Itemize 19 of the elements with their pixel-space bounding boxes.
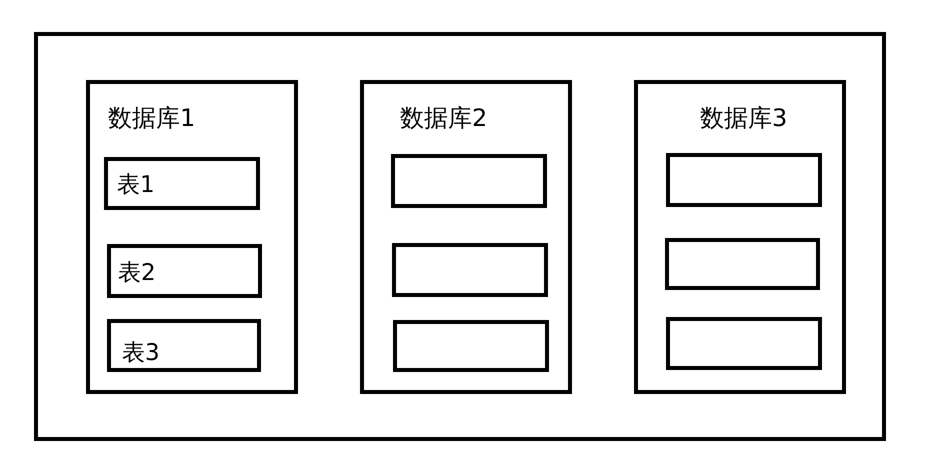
table-label: 表1 (117, 174, 155, 197)
table-label: 表3 (122, 342, 160, 365)
table-box (666, 153, 822, 207)
database-label: 数据库3 (700, 106, 788, 130)
database-box (360, 80, 572, 394)
table-box (392, 243, 548, 297)
database-label: 数据库2 (400, 106, 488, 130)
table-box (665, 238, 820, 290)
table-box (107, 244, 262, 298)
table-box (666, 317, 822, 370)
database-box (634, 80, 846, 394)
table-box (107, 319, 261, 372)
table-label: 表2 (118, 262, 156, 285)
container-box (34, 32, 886, 441)
table-box (391, 154, 547, 208)
database-box (86, 80, 298, 394)
database-label: 数据库1 (108, 106, 196, 130)
table-box (393, 320, 549, 372)
table-box (104, 157, 260, 210)
